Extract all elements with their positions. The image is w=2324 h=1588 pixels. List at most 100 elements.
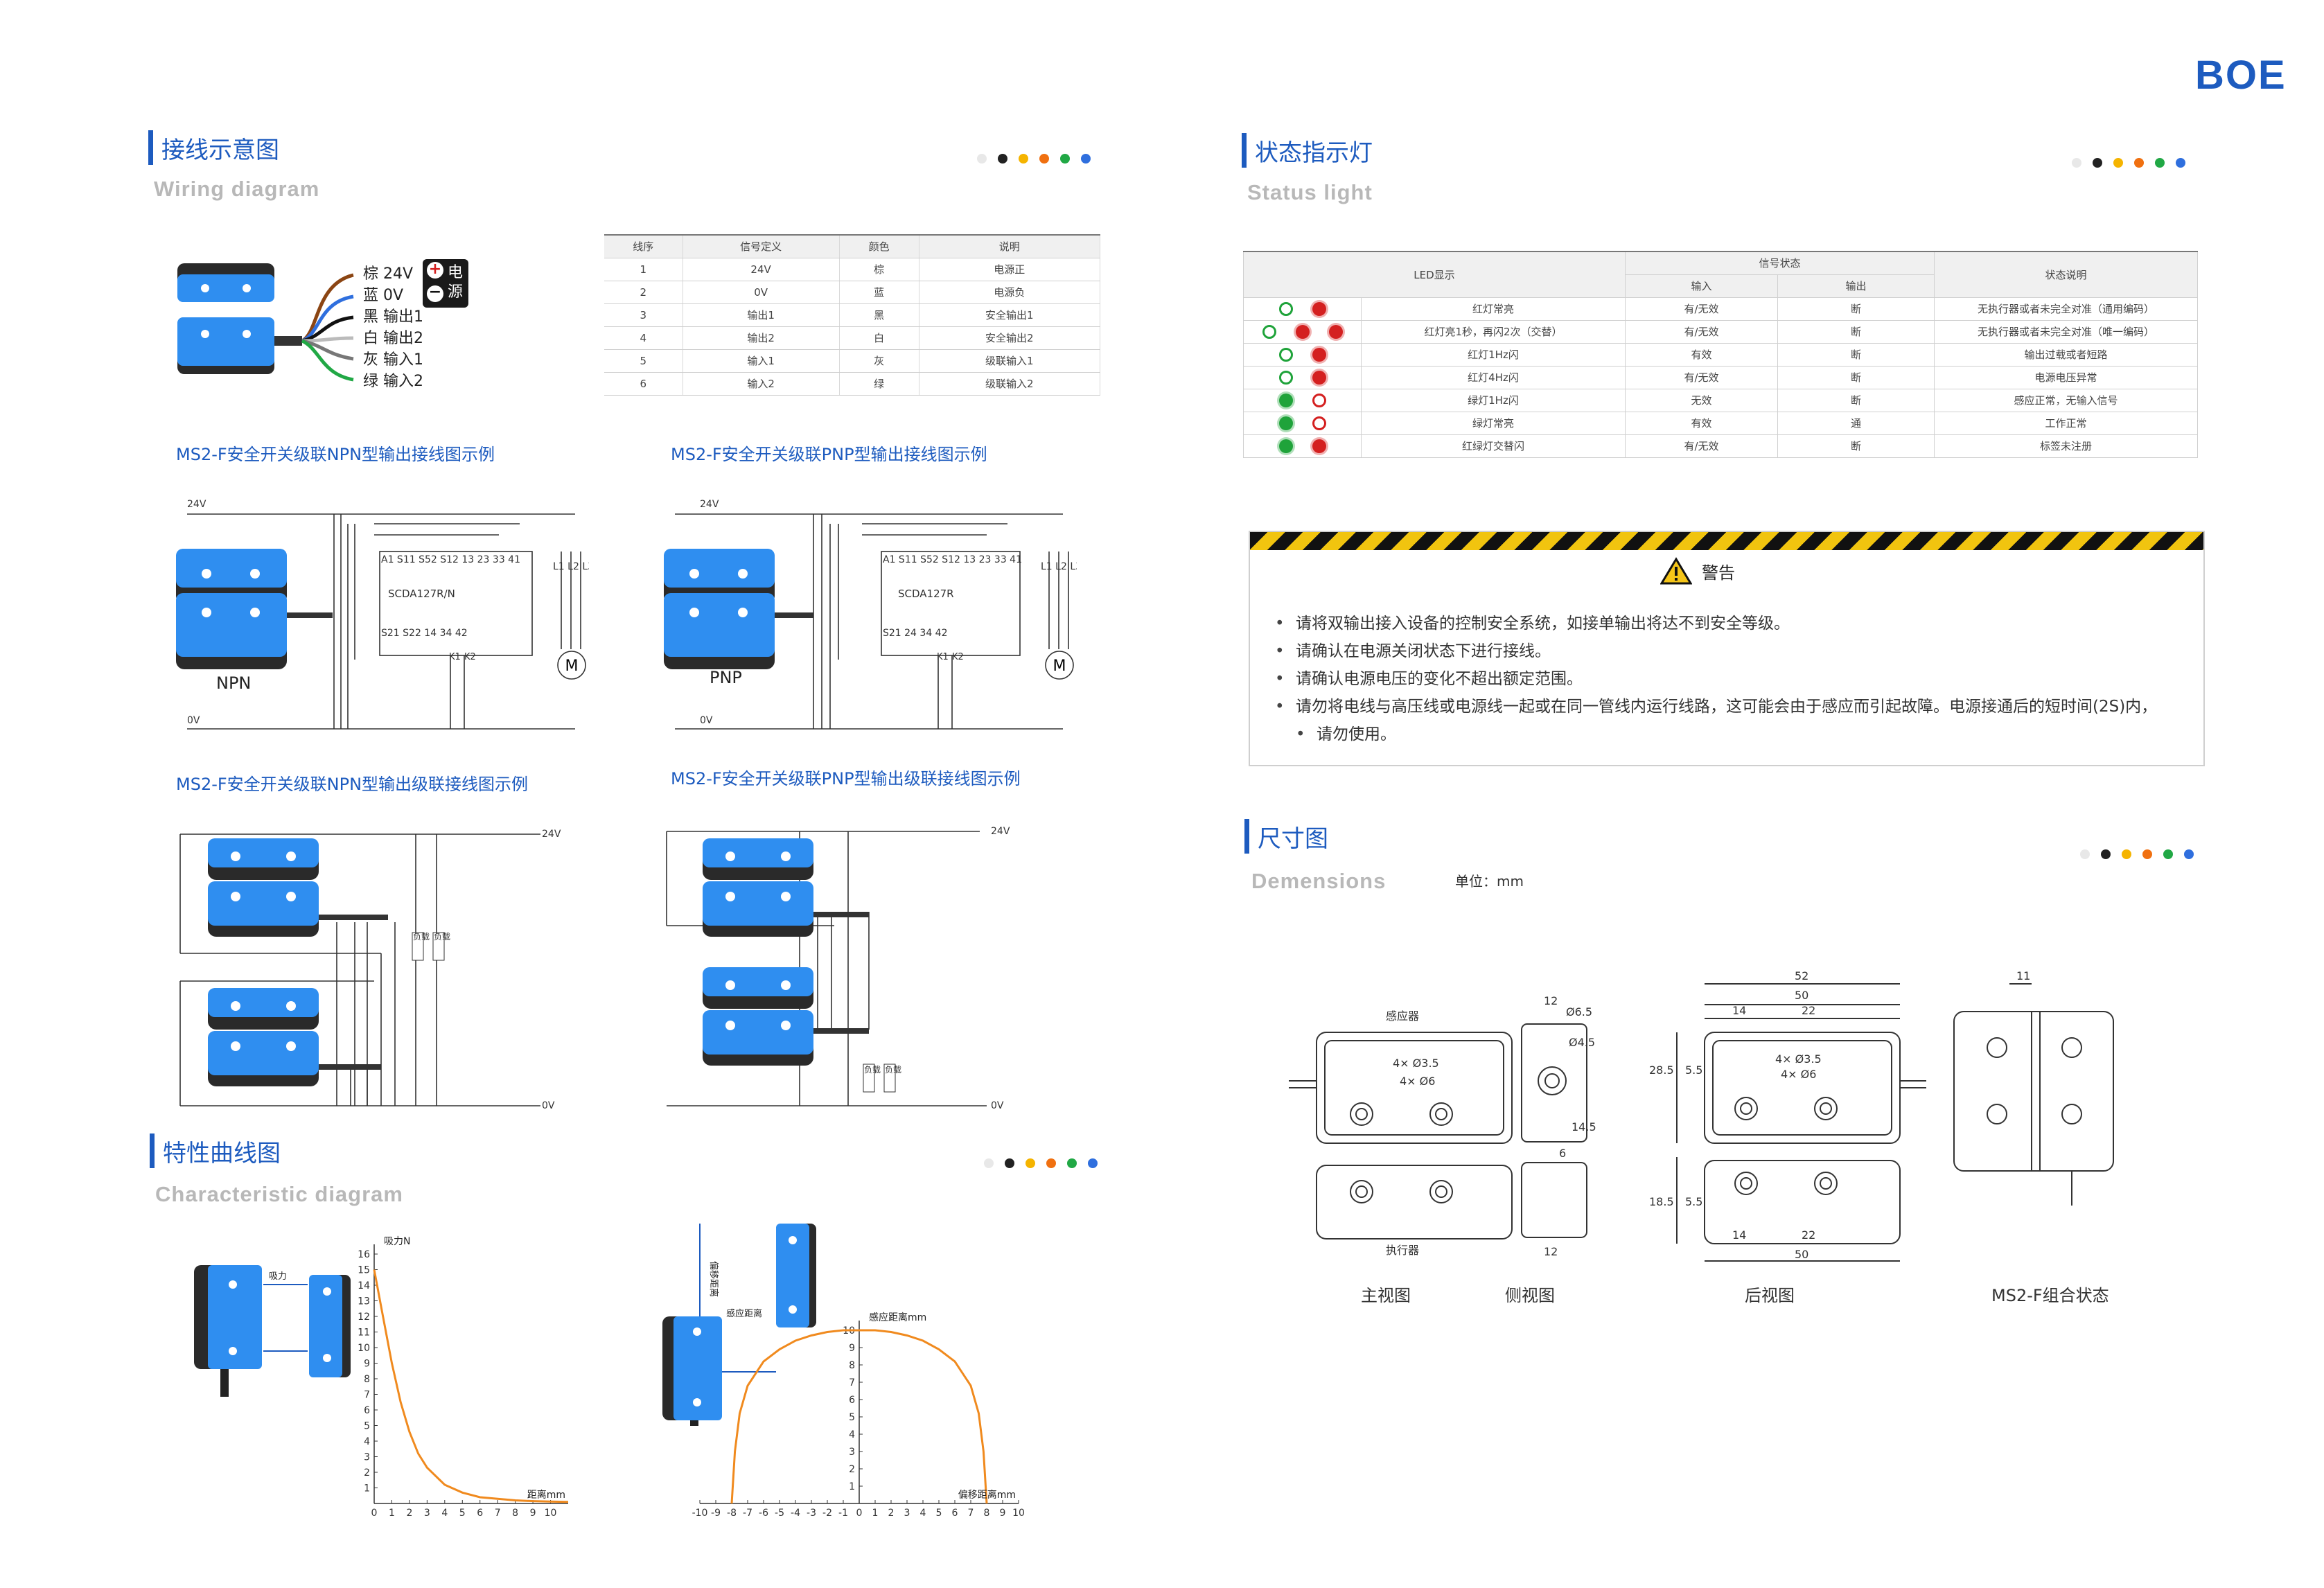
svg-text:NPN: NPN: [216, 673, 251, 693]
svg-text:24V: 24V: [991, 826, 1010, 837]
y-axis-label: 吸力N: [384, 1236, 410, 1247]
y-tick-label: 1: [364, 1483, 370, 1494]
table-cell: 绿灯常亮: [1361, 411, 1626, 435]
y-tick-label: 8: [849, 1360, 855, 1371]
svg-text:A1 S11 S52 S12 13 23 33 41: A1 S11 S52 S12 13 23 33 41: [381, 554, 520, 565]
col-header: 信号状态: [1625, 251, 1935, 275]
wiring-title-cn: 接线示意图: [161, 136, 279, 164]
table-cell: 红灯亮1秒，再闪2次（交替）: [1361, 319, 1626, 344]
table-cell: 红灯常亮: [1361, 297, 1626, 321]
x-tick-label: 0: [856, 1508, 863, 1519]
char-section-title: 特性曲线图: [150, 1133, 281, 1168]
table-row: 红灯1Hz闪有效断输出过载或者短路: [1243, 342, 2198, 367]
table-cell: 有效: [1625, 342, 1778, 367]
svg-text:24V: 24V: [542, 829, 561, 840]
warning-item-continued: 请勿使用。: [1275, 721, 2190, 748]
x-tick-label: 9: [530, 1508, 536, 1519]
svg-text:14: 14: [1732, 1004, 1746, 1017]
status-title-en: Status light: [1247, 180, 1373, 204]
char-title-cn: 特性曲线图: [163, 1139, 281, 1167]
col-header: 输出: [1777, 274, 1935, 298]
table-cell: 电源电压异常: [1934, 365, 2198, 389]
led-icon: [1295, 324, 1310, 339]
y-tick-label: 5: [364, 1421, 370, 1432]
brand-logo: BOE: [2195, 53, 2287, 98]
wiring-section-title: 接线示意图: [148, 130, 279, 165]
table-cell: 安全输出2: [919, 326, 1101, 350]
table-cell: 有/无效: [1625, 297, 1778, 321]
pnp-cascade-schematic: 负载 负载 24V 0V: [666, 826, 1010, 1111]
svg-text:K1: K1: [449, 652, 461, 662]
x-tick-label: 1: [389, 1508, 395, 1519]
svg-text:SCDA127R: SCDA127R: [898, 588, 954, 600]
x-tick-label: 2: [406, 1508, 412, 1519]
table-cell: 4: [604, 326, 683, 350]
caption-pnp-output: MS2-F安全开关级联PNP型输出接线图示例: [671, 445, 987, 464]
led-icon: [1312, 370, 1326, 385]
cable-sensor-illustration: [177, 263, 354, 382]
caption-npn-output: MS2-F安全开关级联NPN型输出接线图示例: [176, 445, 495, 464]
led-indicator-cell: [1243, 319, 1362, 344]
led-indicator-cell: [1243, 434, 1362, 458]
table-cell: 3: [604, 303, 683, 327]
svg-text:18.5: 18.5: [1649, 1195, 1674, 1208]
table-cell: 0V: [683, 281, 840, 304]
led-indicator-cell: [1243, 388, 1362, 412]
x-tick-label: 5: [459, 1508, 466, 1519]
y-tick-label: 4: [849, 1429, 855, 1440]
svg-text:K1: K1: [937, 652, 949, 662]
col-header: LED显示: [1243, 251, 1626, 298]
svg-text:11: 11: [2016, 969, 2030, 982]
table-cell: 输出2: [683, 326, 840, 350]
table-cell: 棕: [839, 258, 919, 281]
led-indicator-cell: [1243, 342, 1362, 367]
svg-text:PNP: PNP: [710, 668, 742, 687]
x-tick-label: 0: [371, 1508, 378, 1519]
color-dot: [977, 154, 987, 164]
color-dot: [2101, 849, 2111, 859]
x-tick-label: 3: [424, 1508, 430, 1519]
npn-output-schematic: M NPN 24V 0V SCDA127R/N A1 S11 S52 S12 1…: [176, 499, 589, 730]
table-cell: 通: [1777, 411, 1935, 435]
x-tick-label: 4: [441, 1508, 448, 1519]
led-icon: [1312, 439, 1326, 453]
warning-item: 请确认在电源关闭状态下进行接线。: [1275, 637, 2190, 665]
table-row: 红灯亮1秒，再闪2次（交替）有/无效断无执行器或者未完全对准（唯一编码）: [1243, 319, 2198, 344]
table-cell: 断: [1777, 319, 1935, 344]
x-tick-label: 10: [1012, 1508, 1025, 1519]
led-icon: [1312, 393, 1326, 407]
col-header: 信号定义: [683, 234, 840, 258]
y-tick-label: 12: [358, 1312, 370, 1323]
table-cell: 断: [1777, 365, 1935, 389]
table-cell: 红灯4Hz闪: [1361, 365, 1626, 389]
x-tick-label: 2: [888, 1508, 895, 1519]
led-icon: [1262, 324, 1276, 339]
table-row: 红灯4Hz闪有/无效断电源电压异常: [1243, 365, 2198, 389]
color-dot: [2072, 158, 2081, 168]
table-cell: 级联输入1: [919, 349, 1101, 373]
status-title-cn: 状态指示灯: [1255, 139, 1373, 167]
svg-text:4× Ø3.5: 4× Ø3.5: [1775, 1052, 1822, 1066]
table-row: 绿灯常亮有效通工作正常: [1243, 411, 2198, 435]
color-dot: [2134, 158, 2144, 168]
y-tick-label: 3: [849, 1447, 855, 1458]
x-tick-label: 4: [920, 1508, 926, 1519]
table-cell: 有/无效: [1625, 365, 1778, 389]
x-axis-label: 偏移距离mm: [958, 1489, 1016, 1501]
x-tick-label: -2: [822, 1508, 832, 1519]
table-row: 绿灯1Hz闪无效断感应正常，无输入信号: [1243, 388, 2198, 412]
color-dot: [2163, 849, 2173, 859]
color-dot: [2080, 849, 2090, 859]
svg-text:负载: 负载: [885, 1065, 901, 1075]
svg-text:负载: 负载: [434, 932, 450, 942]
svg-text:S21 24 34 42: S21 24 34 42: [883, 628, 948, 639]
y-tick-label: 3: [364, 1452, 370, 1463]
table-cell: 断: [1777, 297, 1935, 321]
offset-illustration: 偏移距离 感应距离: [662, 1224, 816, 1426]
dims-title-cn: 尺寸图: [1258, 824, 1328, 853]
